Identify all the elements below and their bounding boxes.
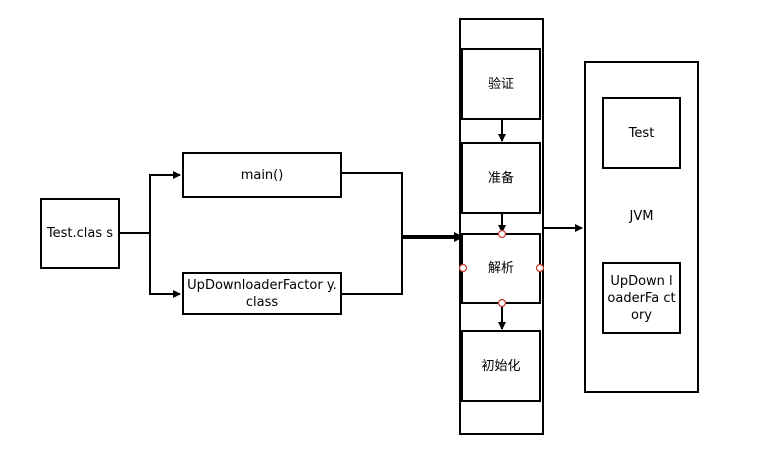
edge-main-to-resolve (341, 172, 462, 240)
loading-container (459, 18, 544, 435)
node-main-label: main() (240, 167, 284, 183)
edge-test-to-factory (119, 232, 181, 298)
node-factory-class[interactable]: UpDownloaderFactor y.class (182, 272, 342, 315)
node-resolve-label: 解析 (487, 261, 514, 276)
jvm-test-label: Test (628, 125, 655, 141)
node-test-class-label: Test.clas s (46, 226, 114, 241)
node-verify-label: 验证 (487, 76, 514, 92)
jvm-container (584, 61, 699, 393)
jvm-label: JVM (629, 209, 654, 224)
jvm-test[interactable]: Test (602, 97, 681, 169)
node-prepare[interactable]: 准备 (461, 142, 541, 214)
node-factory-class-label: UpDownloaderFactor y.class (187, 277, 337, 310)
jvm-factory-label: UpDown loaderFa ctory (607, 273, 676, 323)
node-resolve[interactable]: 解析 (461, 233, 541, 304)
node-prepare-label: 准备 (487, 170, 514, 186)
edge-factory-to-resolve (341, 234, 462, 295)
node-main[interactable]: main() (182, 152, 342, 198)
node-init[interactable]: 初始化 (461, 330, 541, 402)
jvm-factory[interactable]: UpDown loaderFa ctory (602, 262, 681, 334)
node-test-class[interactable]: Test.clas s (40, 198, 120, 269)
node-init-label: 初始化 (481, 358, 521, 374)
node-verify[interactable]: 验证 (461, 48, 541, 120)
edge-test-to-main (119, 171, 181, 234)
